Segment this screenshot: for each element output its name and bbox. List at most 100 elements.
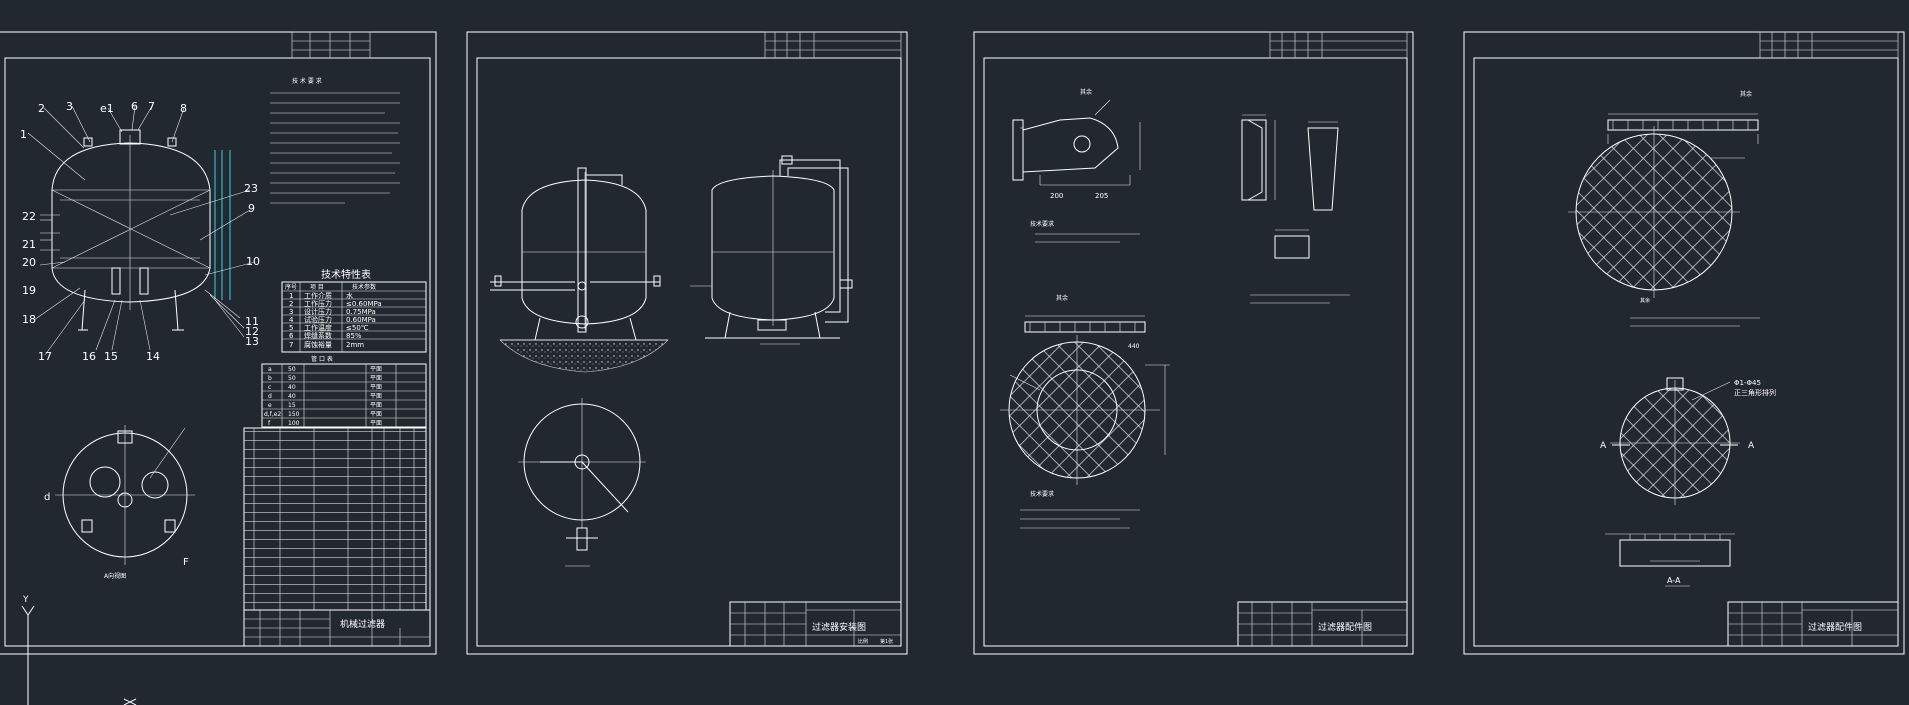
svg-text:设计压力: 设计压力 (304, 307, 332, 316)
svg-text:17: 17 (38, 350, 52, 363)
svg-text:平面: 平面 (370, 393, 382, 400)
svg-text:150: 150 (288, 411, 300, 418)
svg-text:85%: 85% (346, 332, 362, 340)
svg-text:40: 40 (288, 384, 296, 391)
svg-text:20: 20 (22, 256, 36, 269)
svg-text:其余: 其余 (1740, 90, 1752, 98)
svg-text:技术特性表: 技术特性表 (321, 268, 371, 281)
svg-text:平面: 平面 (370, 402, 382, 409)
svg-text:技 术 要 求: 技 术 要 求 (292, 77, 322, 85)
svg-text:2mm: 2mm (346, 341, 364, 349)
svg-text:水: 水 (346, 291, 353, 300)
svg-text:11: 11 (245, 315, 259, 328)
sheet-2-revision-block (764, 31, 902, 59)
sheet-3-outer-border (973, 31, 1414, 655)
sheet-4-title-block: 过滤器配件图 (1727, 601, 1899, 647)
technical-requirements-notes: 技 术 要 求 (270, 77, 400, 204)
vessel-elevation-view (27, 105, 256, 356)
sheet-1-revision-block (291, 31, 371, 59)
sheet-1-title-block: 机械过滤器 (243, 609, 431, 647)
svg-text:b: b (268, 375, 272, 382)
sheet-2-outer-border (466, 31, 908, 655)
svg-text:技术参数: 技术参数 (352, 283, 376, 291)
svg-text:205: 205 (1095, 192, 1108, 200)
svg-text:440: 440 (1128, 343, 1140, 350)
svg-text:13: 13 (245, 335, 259, 348)
svg-text:16: 16 (82, 350, 96, 363)
sheet-4-revision-block (1759, 31, 1899, 59)
drawing-sheet-2[interactable]: 过滤器安装图 比例 第1张 (466, 31, 908, 655)
svg-text:15: 15 (104, 350, 118, 363)
svg-text:8: 8 (180, 102, 187, 115)
svg-text:2: 2 (289, 300, 293, 308)
svg-text:15: 15 (288, 402, 296, 409)
svg-text:平面: 平面 (370, 384, 382, 391)
svg-text:0.60MPa: 0.60MPa (346, 316, 376, 324)
sheet-2-inner-border (476, 57, 902, 647)
svg-text:工作压力: 工作压力 (304, 299, 332, 308)
svg-text:第1张: 第1张 (880, 638, 893, 645)
svg-text:Y: Y (22, 595, 29, 605)
svg-text:≤0.60MPa: ≤0.60MPa (346, 300, 382, 308)
svg-text:Φ1-Φ45: Φ1-Φ45 (1734, 379, 1761, 387)
sheet-3-revision-block (1269, 31, 1408, 59)
svg-text:2: 2 (38, 102, 45, 115)
svg-text:23: 23 (244, 182, 258, 195)
drawing-sheet-4[interactable]: 其余 其余 (1463, 31, 1905, 655)
sheet-2-title-block: 过滤器安装图 比例 第1张 (729, 601, 902, 647)
svg-text:工作温度: 工作温度 (304, 323, 332, 332)
svg-text:A: A (1748, 441, 1755, 451)
svg-text:a: a (268, 366, 272, 373)
svg-text:技术要求: 技术要求 (1030, 490, 1054, 498)
svg-text:平面: 平面 (370, 375, 382, 382)
svg-text:技术要求: 技术要求 (1030, 220, 1054, 228)
svg-text:工作介质: 工作介质 (304, 291, 332, 300)
installation-elevation-front (490, 167, 669, 373)
svg-text:21: 21 (22, 238, 36, 251)
vessel-plan-view: d F A向视图 (44, 425, 195, 580)
svg-text:e: e (268, 402, 272, 409)
svg-text:d,f,e2: d,f,e2 (264, 411, 281, 418)
svg-text:100: 100 (288, 420, 300, 427)
svg-text:12: 12 (245, 325, 259, 338)
svg-text:平面: 平面 (370, 420, 382, 427)
svg-text:d: d (268, 393, 272, 400)
distribution-plate-view: 其余 440 技术要求 (1000, 294, 1170, 529)
svg-text:50: 50 (288, 375, 296, 382)
svg-text:0.75MPa: 0.75MPa (346, 308, 376, 316)
svg-text:18: 18 (22, 313, 36, 326)
sheet-4-inner-border (1473, 57, 1899, 647)
installation-elevation-side (690, 155, 853, 345)
installation-plan-view (518, 398, 646, 567)
svg-text:f: f (268, 420, 271, 427)
svg-text:正三角形排列: 正三角形排列 (1734, 388, 1776, 397)
svg-text:A-A: A-A (1667, 576, 1681, 585)
svg-text:平面: 平面 (370, 411, 382, 418)
svg-text:14: 14 (146, 350, 160, 363)
svg-text:9: 9 (248, 202, 255, 215)
svg-text:10: 10 (246, 255, 260, 268)
svg-text:5: 5 (289, 324, 293, 332)
sheet-1-inner-border (4, 57, 431, 647)
svg-text:过滤器安装图: 过滤器安装图 (812, 621, 866, 633)
svg-text:项 目: 项 目 (310, 284, 324, 291)
svg-text:3: 3 (66, 100, 73, 113)
drawing-sheet-3[interactable]: 其余 200 205 技术要求 (973, 31, 1414, 655)
svg-text:e1: e1 (100, 102, 114, 115)
svg-text:≤50℃: ≤50℃ (346, 324, 369, 332)
svg-text:平面: 平面 (370, 366, 382, 373)
svg-text:c: c (268, 384, 271, 391)
vessel-balloon-labels: 1 2 3 e1 6 7 8 23 9 10 22 21 20 19 18 17… (20, 100, 260, 363)
svg-text:22: 22 (22, 210, 36, 223)
drawing-sheet-1[interactable]: 1 2 3 e1 6 7 8 23 9 10 22 21 20 19 18 17… (0, 31, 437, 655)
svg-text:机械过滤器: 机械过滤器 (340, 618, 385, 630)
svg-text:腐蚀裕量: 腐蚀裕量 (304, 340, 332, 349)
svg-text:试验压力: 试验压力 (304, 315, 332, 324)
lower-distributor-plate-view: A A Φ1-Φ45 正三角形排列 (1600, 377, 1776, 505)
svg-text:1: 1 (20, 128, 27, 141)
svg-text:比例: 比例 (858, 638, 868, 645)
svg-text:19: 19 (22, 284, 36, 297)
svg-text:其余: 其余 (1640, 297, 1650, 304)
svg-text:7: 7 (289, 341, 293, 349)
